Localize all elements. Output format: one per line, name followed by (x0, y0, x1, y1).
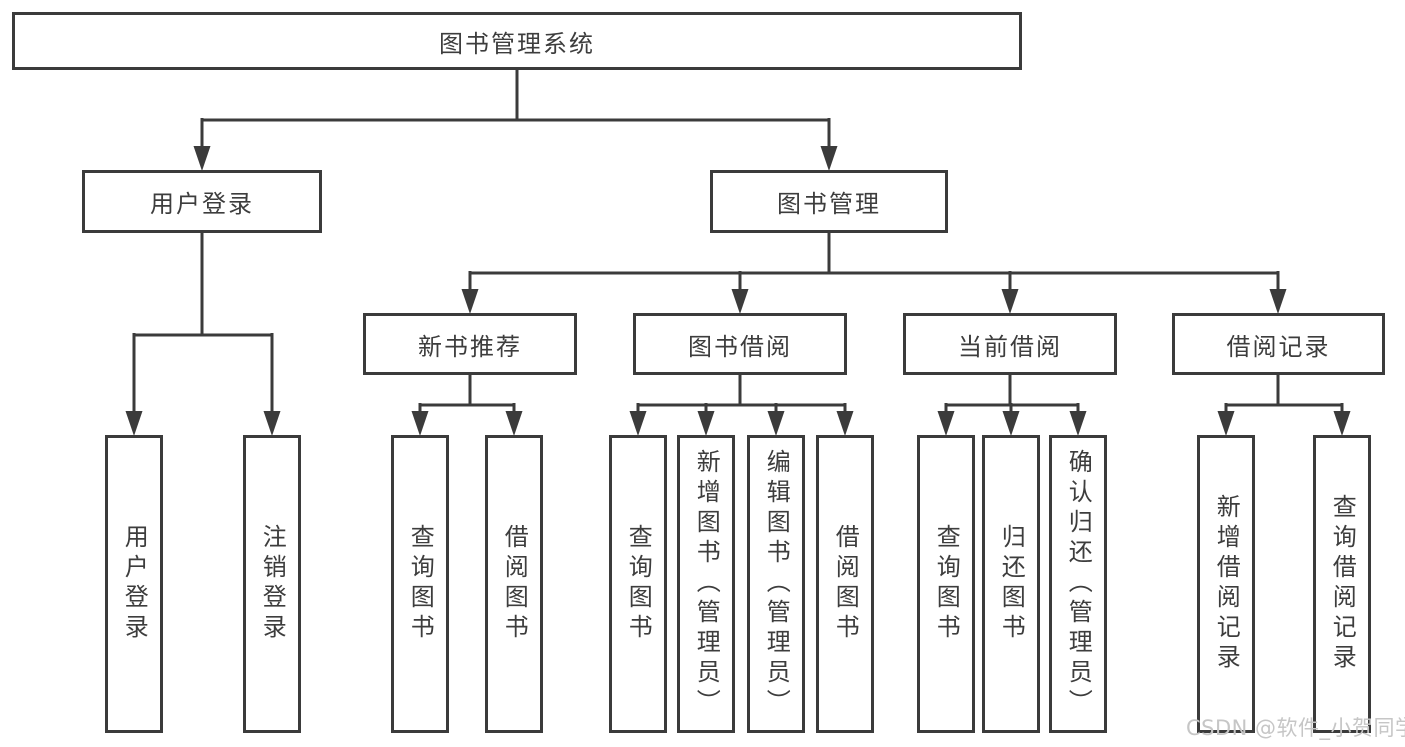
arrowhead (1069, 411, 1087, 436)
connector-current-borrow-to-leaves (944, 375, 1080, 414)
node-label: 用户登录 (150, 190, 254, 218)
connector-borrow-record-to-leaves (1224, 375, 1344, 414)
node-label: 编辑图书（管理员） (762, 449, 791, 719)
arrowhead (820, 146, 838, 171)
arrowhead (263, 411, 281, 436)
connector-user-login-to-leaves (132, 233, 274, 414)
connector-root-to-level2 (200, 70, 831, 150)
leaf-query-borrow-record: 查询借阅记录 (1313, 435, 1371, 733)
node-label: 查询图书 (932, 524, 961, 644)
node-label: 查询图书 (406, 524, 435, 644)
arrowhead (1217, 411, 1235, 436)
arrowhead (125, 411, 143, 436)
leaf-edit-book-admin: 编辑图书（管理员） (747, 435, 805, 733)
node-label: 借阅图书 (831, 524, 860, 644)
node-label: 借阅图书 (500, 524, 529, 644)
arrowhead (629, 411, 647, 436)
node-label: 新增图书（管理员） (692, 449, 721, 719)
leaf-return-books: 归还图书 (982, 435, 1040, 733)
node-label: 确认归还（管理员） (1064, 449, 1093, 719)
arrowhead (1269, 289, 1287, 314)
node-label: 注销登录 (258, 524, 287, 644)
node-new-book-recommendation: 新书推荐 (363, 313, 577, 375)
connector-book-mgmt-to-level3 (468, 233, 1280, 292)
node-label: 图书管理 (777, 190, 881, 218)
node-label: 查询借阅记录 (1328, 494, 1357, 674)
leaf-add-borrow-record: 新增借阅记录 (1197, 435, 1255, 733)
leaf-query-books-current: 查询图书 (917, 435, 975, 733)
arrowhead (505, 411, 523, 436)
node-label: 查询图书 (624, 524, 653, 644)
node-current-borrowing: 当前借阅 (903, 313, 1117, 375)
node-label: 新书推荐 (418, 332, 522, 361)
arrowhead (1001, 289, 1019, 314)
leaf-add-book-admin: 新增图书（管理员） (677, 435, 735, 733)
connector-book-borrow-to-leaves (636, 375, 847, 414)
node-borrowing-records: 借阅记录 (1172, 313, 1385, 375)
node-label: 用户登录 (120, 524, 149, 644)
arrowhead (767, 411, 785, 436)
leaf-borrow-books: 借阅图书 (816, 435, 874, 733)
arrowhead (193, 146, 211, 171)
arrowhead (697, 411, 715, 436)
arrowhead (411, 411, 429, 436)
arrowhead (1333, 411, 1351, 436)
leaf-query-books-recommend: 查询图书 (391, 435, 449, 733)
node-label: 图书借阅 (688, 332, 792, 361)
node-label: 当前借阅 (958, 332, 1062, 361)
node-book-management: 图书管理 (710, 170, 948, 233)
node-book-borrowing: 图书借阅 (633, 313, 847, 375)
leaf-query-books-borrow: 查询图书 (609, 435, 667, 733)
leaf-user-login: 用户登录 (105, 435, 163, 733)
node-user-login: 用户登录 (82, 170, 322, 233)
leaf-confirm-return-admin: 确认归还（管理员） (1049, 435, 1107, 733)
connector-new-book-to-leaves (418, 375, 516, 414)
leaf-logout: 注销登录 (243, 435, 301, 733)
csdn-watermark: CSDN @软件_小贺同学 (1186, 716, 1405, 740)
node-label: 借阅记录 (1226, 332, 1331, 361)
node-label: 图书管理系统 (439, 29, 595, 58)
leaf-borrow-books-recommend: 借阅图书 (485, 435, 543, 733)
arrowhead (836, 411, 854, 436)
arrowhead (937, 411, 955, 436)
arrowhead (731, 289, 749, 314)
arrowhead (1002, 411, 1020, 436)
node-label: 新增借阅记录 (1212, 494, 1241, 674)
arrowhead (461, 289, 479, 314)
node-library-management-system: 图书管理系统 (12, 12, 1022, 70)
node-label: 归还图书 (997, 524, 1026, 644)
